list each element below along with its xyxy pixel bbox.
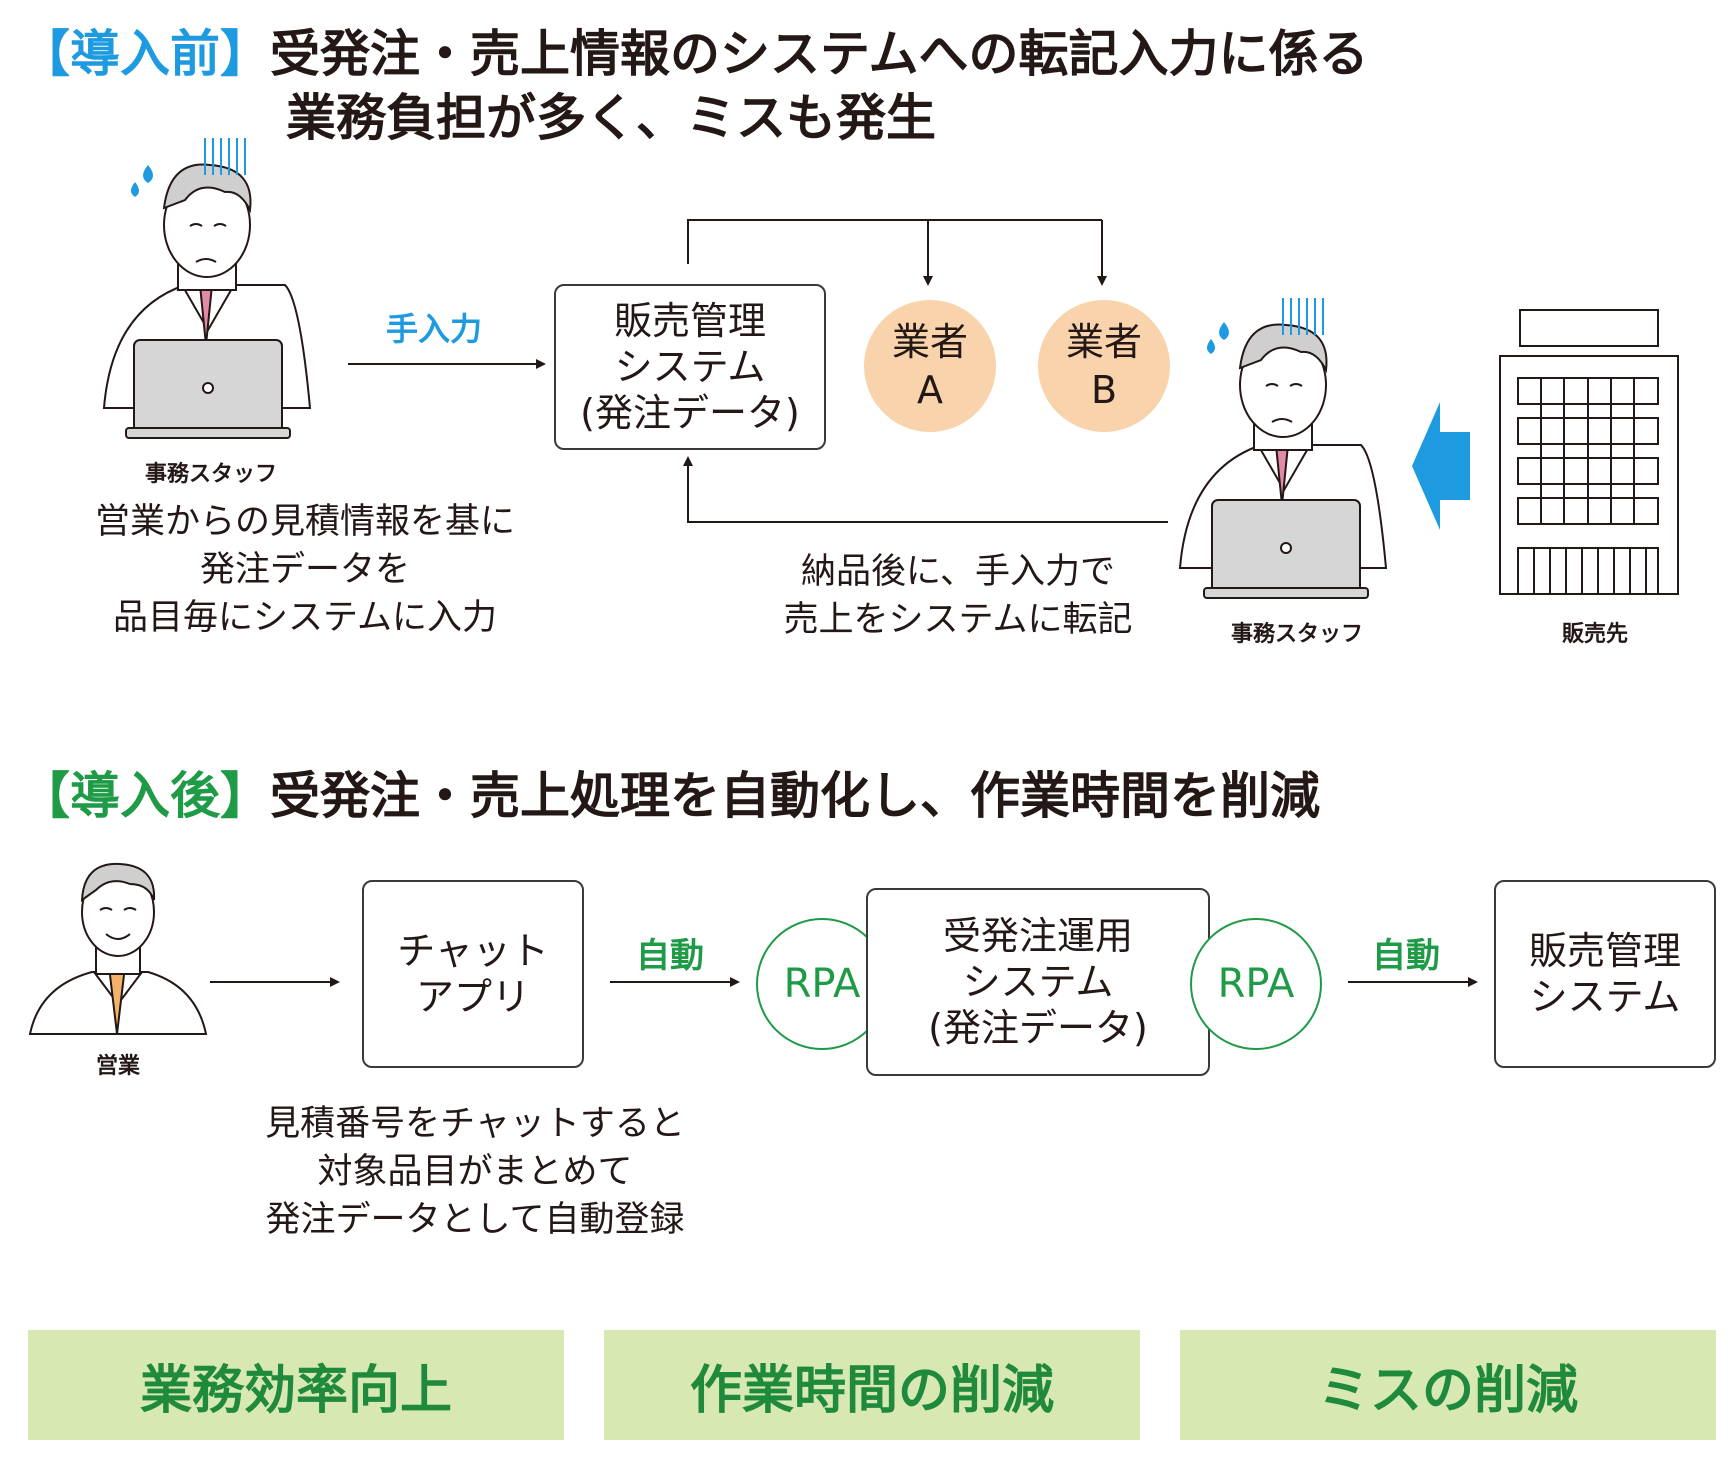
after-tag: 【導入後】 [20,767,270,825]
customer-label: 販売先 [1561,622,1628,647]
sales-management-system-box-after: 販売管理 システム [1494,880,1716,1068]
sales-label: 営業 [95,1054,140,1079]
result-efficiency: 業務効率向上 [28,1330,564,1440]
sales-transfer-arrow [683,456,1168,523]
sales-person-figure [28,862,208,1035]
blue-arrow-icon [1412,402,1470,530]
before-left-description: 営業からの見積情報を基に 発注データを 品目毎にシステムに入力 [94,502,515,638]
vendor-b-circle: 業者 B [1038,300,1170,432]
tie-orange [109,974,125,1035]
before-tag: 【導入前】 [20,25,270,83]
result-error-reduction: ミスの削減 [1180,1330,1716,1440]
before-title: 【導入前】受発注・売上情報のシステムへの転記入力に係る [20,22,1369,86]
sweat-icon-left [131,138,246,197]
vendor-a-circle: 業者 A [864,300,996,432]
staff-label-left: 事務スタッフ [144,462,277,487]
order-operation-system-box: 受発注運用 システム (発注データ) [866,888,1210,1076]
rpa-circle-2: RPA [1190,918,1322,1050]
auto-label-2: 自動 [1372,936,1440,976]
staff-label-right: 事務スタッフ [1230,622,1363,647]
manual-input-label: 手入力 [386,310,483,348]
office-staff-right-figure [1178,323,1388,599]
before-right-description: 納品後に、手入力で 売上をシステムに転記 [783,552,1133,640]
office-staff-left-figure [102,163,312,439]
result-time-reduction: 作業時間の削減 [604,1330,1140,1440]
after-title: 【導入後】受発注・売上処理を自動化し、作業時間を削減 [20,767,1320,825]
distribution-connector [687,219,1102,264]
sales-management-system-box: 販売管理 システム (発注データ) [554,284,826,450]
sweat-icon-right [1207,298,1324,354]
building-icon [1499,309,1679,595]
chat-app-box: チャット アプリ [362,880,584,1068]
before-title-line2: 業務負担が多く、ミスも発生 [286,89,936,147]
before-title-line1: 受発注・売上情報のシステムへの転記入力に係る [270,25,1369,83]
auto-label-1: 自動 [636,936,704,976]
after-description: 見積番号をチャットすると 対象品目がまとめて 発注データとして自動登録 [265,1104,685,1240]
